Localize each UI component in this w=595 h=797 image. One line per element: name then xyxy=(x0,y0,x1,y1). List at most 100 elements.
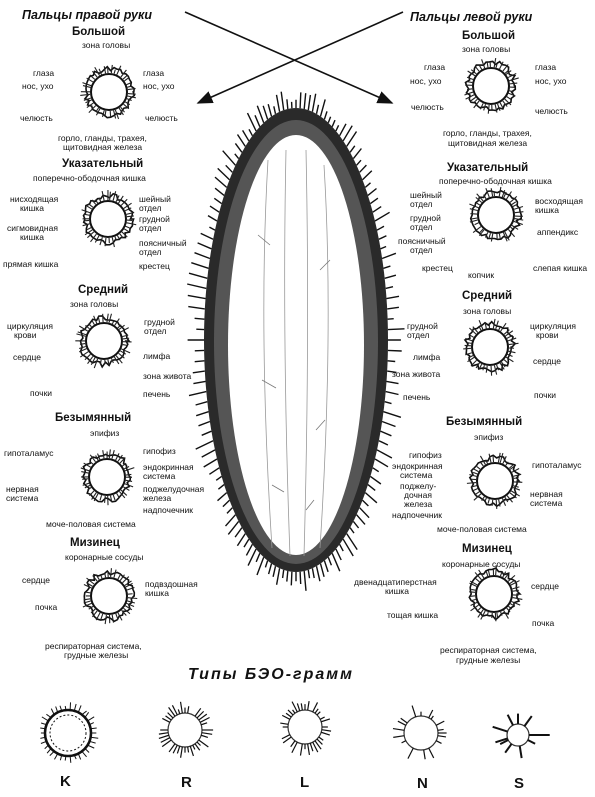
rh-thumb-title: Большой xyxy=(72,26,125,38)
lh-ring-l3: система xyxy=(400,471,432,480)
lh-index-b1: копчик xyxy=(468,271,494,280)
lh-thumb-l3: челюсть xyxy=(411,103,444,112)
left-hand-header: Пальцы левой руки xyxy=(410,10,532,24)
rh-index-l4: кишка xyxy=(20,233,44,242)
type-label-n: N xyxy=(417,775,428,792)
lh-gram-1 xyxy=(469,187,523,242)
lh-little-top: коронарные сосуды xyxy=(442,560,520,569)
lh-gram-4 xyxy=(469,565,522,621)
rh-middle-l3: сердце xyxy=(13,353,41,362)
rh-thumb-top: зона головы xyxy=(82,41,130,50)
lh-ring-l6: железа xyxy=(404,500,432,509)
lh-ring-r3: система xyxy=(530,499,562,508)
arrow-left-to-right xyxy=(198,12,403,103)
lh-thumb-b2: щитовидная железа xyxy=(448,139,527,148)
rh-index-r2: отдел xyxy=(139,204,162,213)
rh-index-l5: прямая кишка xyxy=(3,260,58,269)
rh-thumb-b2: щитовидная железа xyxy=(63,143,142,152)
lh-little-l2: кишка xyxy=(385,587,409,596)
lh-gram-2 xyxy=(463,319,518,376)
rh-ring-title: Безымянный xyxy=(55,412,131,424)
rh-middle-l2: крови xyxy=(14,331,36,340)
lh-little-r1: сердце xyxy=(531,582,559,591)
type-gram-l xyxy=(280,701,331,755)
rh-gram-3 xyxy=(81,449,135,505)
rh-middle-r2: отдел xyxy=(144,327,167,336)
lh-ring-title: Безымянный xyxy=(446,416,522,428)
lh-thumb-l1: глаза xyxy=(424,63,445,72)
lh-little-b1: респираторная система, xyxy=(440,646,537,655)
lh-thumb-title: Большой xyxy=(462,30,515,42)
type-gram-s xyxy=(493,714,550,758)
lh-middle-top: зона головы xyxy=(463,307,511,316)
rh-thumb-l1: глаза xyxy=(33,69,54,78)
rh-middle-title: Средний xyxy=(78,284,128,296)
rh-little-r2: кишка xyxy=(145,589,169,598)
rh-thumb-l3: челюсть xyxy=(20,114,53,123)
rh-ring-r1: гипофиз xyxy=(143,447,176,456)
rh-ring-r6: надпочечник xyxy=(143,506,193,515)
rh-index-r4: отдел xyxy=(139,224,162,233)
rh-gram-1 xyxy=(82,190,137,247)
lh-ring-top: эпифиз xyxy=(474,433,503,442)
right-hand-header: Пальцы правой руки xyxy=(22,8,152,22)
rh-index-title: Указательный xyxy=(62,158,143,170)
rh-little-top: коронарные сосуды xyxy=(65,553,143,562)
rh-thumb-l2: нос, ухо xyxy=(22,82,54,91)
lh-index-title: Указательный xyxy=(447,162,528,174)
rh-middle-r4: зона живота xyxy=(143,372,191,381)
lh-ring-l7: надпочечник xyxy=(392,511,442,520)
lh-ring-l1: гипофиз xyxy=(409,451,442,460)
lh-thumb-top: зона головы xyxy=(462,45,510,54)
rh-gram-0 xyxy=(80,65,136,119)
rh-index-r7: крестец xyxy=(139,262,170,271)
lh-middle-r4: почки xyxy=(534,391,556,400)
lh-thumb-l2: нос, ухо xyxy=(410,77,442,86)
lh-thumb-b1: горло, гланды, трахея, xyxy=(443,129,532,138)
type-gram-k xyxy=(40,702,98,762)
rh-ring-l3: система xyxy=(6,494,38,503)
rh-middle-r3: лимфа xyxy=(143,352,170,361)
lh-index-l6: отдел xyxy=(410,246,433,255)
lh-little-title: Мизинец xyxy=(462,543,512,555)
rh-little-title: Мизинец xyxy=(70,537,120,549)
central-corona-image xyxy=(187,92,404,591)
lh-middle-title: Средний xyxy=(462,290,512,302)
lh-gram-0 xyxy=(464,58,518,114)
rh-middle-l4: почки xyxy=(30,389,52,398)
arrow-right-to-left xyxy=(185,12,392,103)
lh-middle-r2: крови xyxy=(536,331,558,340)
rh-middle-top: зона головы xyxy=(70,300,118,309)
rh-middle-r5: печень xyxy=(143,390,170,399)
lh-index-r3: аппендикс xyxy=(537,228,578,237)
type-label-l: L xyxy=(300,774,309,791)
rh-index-r6: отдел xyxy=(139,248,162,257)
rh-ring-r5: железа xyxy=(143,494,171,503)
rh-index-l2: кишка xyxy=(20,204,44,213)
lh-index-r2: кишка xyxy=(535,206,559,215)
type-label-s: S xyxy=(514,775,524,792)
lh-index-l7: крестец xyxy=(422,264,453,273)
lh-index-r4: слепая кишка xyxy=(533,264,587,273)
rh-ring-b1: моче-половая система xyxy=(46,520,136,529)
type-gram-n xyxy=(393,706,447,760)
lh-middle-l2: отдел xyxy=(407,331,430,340)
type-gram-r xyxy=(159,702,213,758)
types-title: Типы БЭО-грамм xyxy=(188,666,354,684)
lh-thumb-r3: челюсть xyxy=(535,107,568,116)
type-label-k: K xyxy=(60,773,71,790)
lh-thumb-r1: глаза xyxy=(535,63,556,72)
rh-ring-r3: система xyxy=(143,472,175,481)
lh-middle-l5: печень xyxy=(403,393,430,402)
rh-ring-top: эпифиз xyxy=(90,429,119,438)
lh-little-l3: тощая кишка xyxy=(387,611,438,620)
lh-middle-l4: зона живота xyxy=(392,370,440,379)
rh-gram-2 xyxy=(75,314,131,368)
type-label-r: R xyxy=(181,774,192,791)
lh-index-top: поперечно-ободочная кишка xyxy=(439,177,552,186)
lh-thumb-r2: нос, ухо xyxy=(535,77,567,86)
lh-index-l2: отдел xyxy=(410,200,433,209)
lh-index-l4: отдел xyxy=(410,223,433,232)
rh-little-l1: сердце xyxy=(22,576,50,585)
